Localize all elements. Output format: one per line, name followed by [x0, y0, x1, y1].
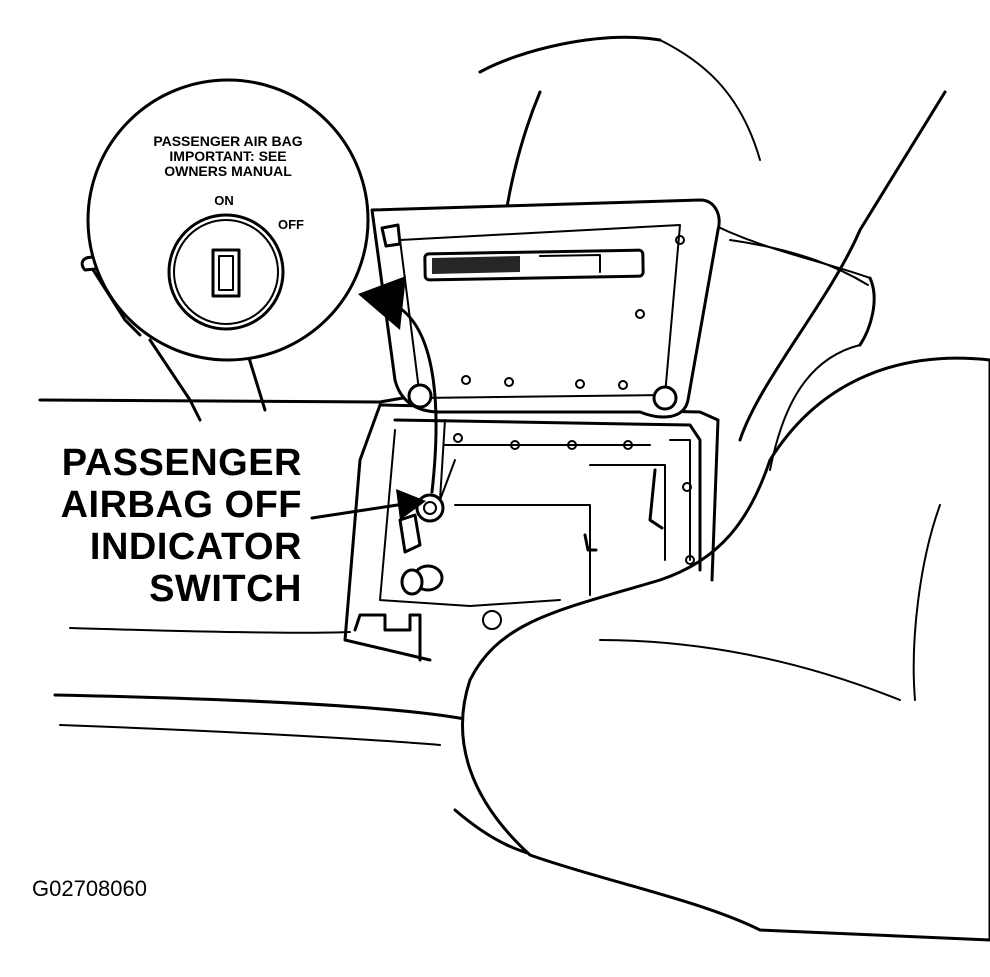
inset-title: PASSENGER AIR BAG IMPORTANT: SEE OWNERS …: [112, 134, 344, 179]
seat-outline: [463, 345, 990, 940]
figure-id: G02708060: [32, 876, 147, 902]
callout-line-3: INDICATOR: [40, 526, 302, 568]
inset-title-line-3: OWNERS MANUAL: [112, 164, 344, 179]
on-label: ON: [204, 193, 244, 208]
console-lid: [372, 200, 719, 417]
inset-title-line-2: IMPORTANT: SEE: [112, 149, 344, 164]
inset-bubble: [82, 80, 368, 420]
callout-line-2: AIRBAG OFF: [40, 484, 302, 526]
callout-line-1: PASSENGER: [40, 442, 302, 484]
off-label: OFF: [266, 217, 316, 232]
leader-arrow: [312, 489, 426, 520]
callout-label: PASSENGER AIRBAG OFF INDICATOR SWITCH: [40, 442, 302, 610]
inset-title-line-1: PASSENGER AIR BAG: [112, 134, 344, 149]
callout-line-4: SWITCH: [40, 568, 302, 610]
